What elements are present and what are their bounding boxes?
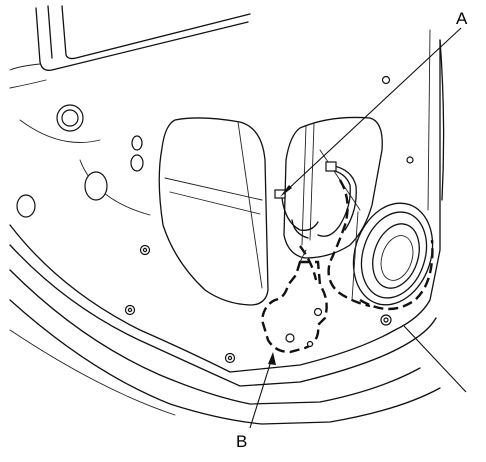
callout-b-label: B (236, 432, 247, 451)
callout-a-label: A (456, 9, 468, 28)
access-opening-left (158, 117, 269, 306)
door-lock-actuator (260, 249, 328, 354)
callout-a: A (280, 9, 468, 197)
dashed-wire-route (299, 179, 434, 311)
panel-holes (16, 75, 414, 364)
leader-line-right (403, 325, 467, 393)
callout-b: B (236, 352, 276, 451)
speaker (351, 202, 434, 306)
door-inner-panel (9, 29, 445, 425)
window-frame (9, 5, 251, 89)
wire-harness (274, 161, 357, 239)
